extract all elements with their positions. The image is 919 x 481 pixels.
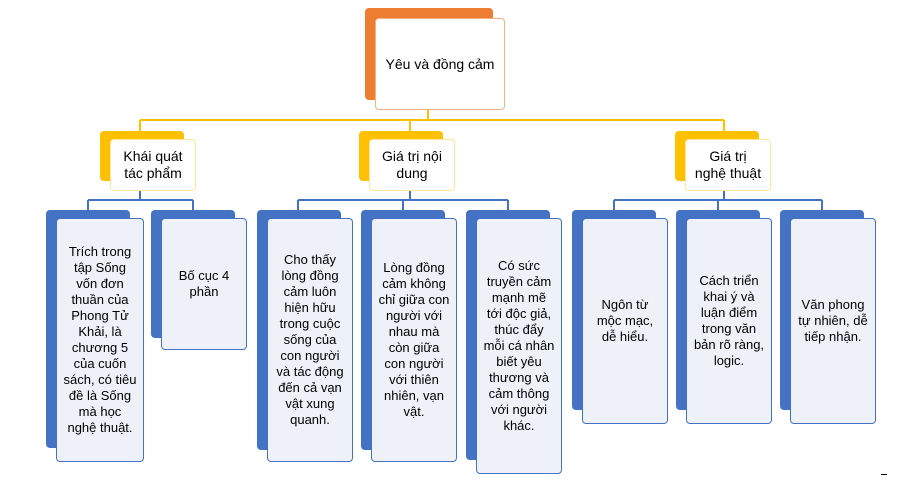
category-label: Giá trị nội dung <box>369 139 455 191</box>
category-label: Khái quát tác phẩm <box>110 139 196 191</box>
leaf-text: Có sức truyền cảm mạnh mẽ tới độc giả, t… <box>476 218 562 474</box>
connector-root-to-categories <box>139 101 725 131</box>
leaf-text: Lòng đồng cảm không chỉ giữa con người v… <box>371 218 457 462</box>
leaf-text: Văn phong tự nhiên, dễ tiếp nhận. <box>790 218 876 424</box>
leaf-text: Cách triển khai ý và luận điểm trong văn… <box>686 218 772 424</box>
leaf-text: Bố cục 4 phần <box>161 218 247 350</box>
leaf-text: Cho thấy lòng đồng cảm luôn hiện hữu tro… <box>267 218 353 462</box>
leaf-text: Ngôn từ mộc mạc, dễ hiểu. <box>582 218 668 424</box>
root-label: Yêu và đồng cảm <box>375 18 505 110</box>
corner-dash <box>881 474 887 475</box>
leaf-text: Trích trong tập Sống vốn đơn thuần của P… <box>56 218 144 462</box>
category-label: Giá trị nghệ thuật <box>685 139 771 191</box>
